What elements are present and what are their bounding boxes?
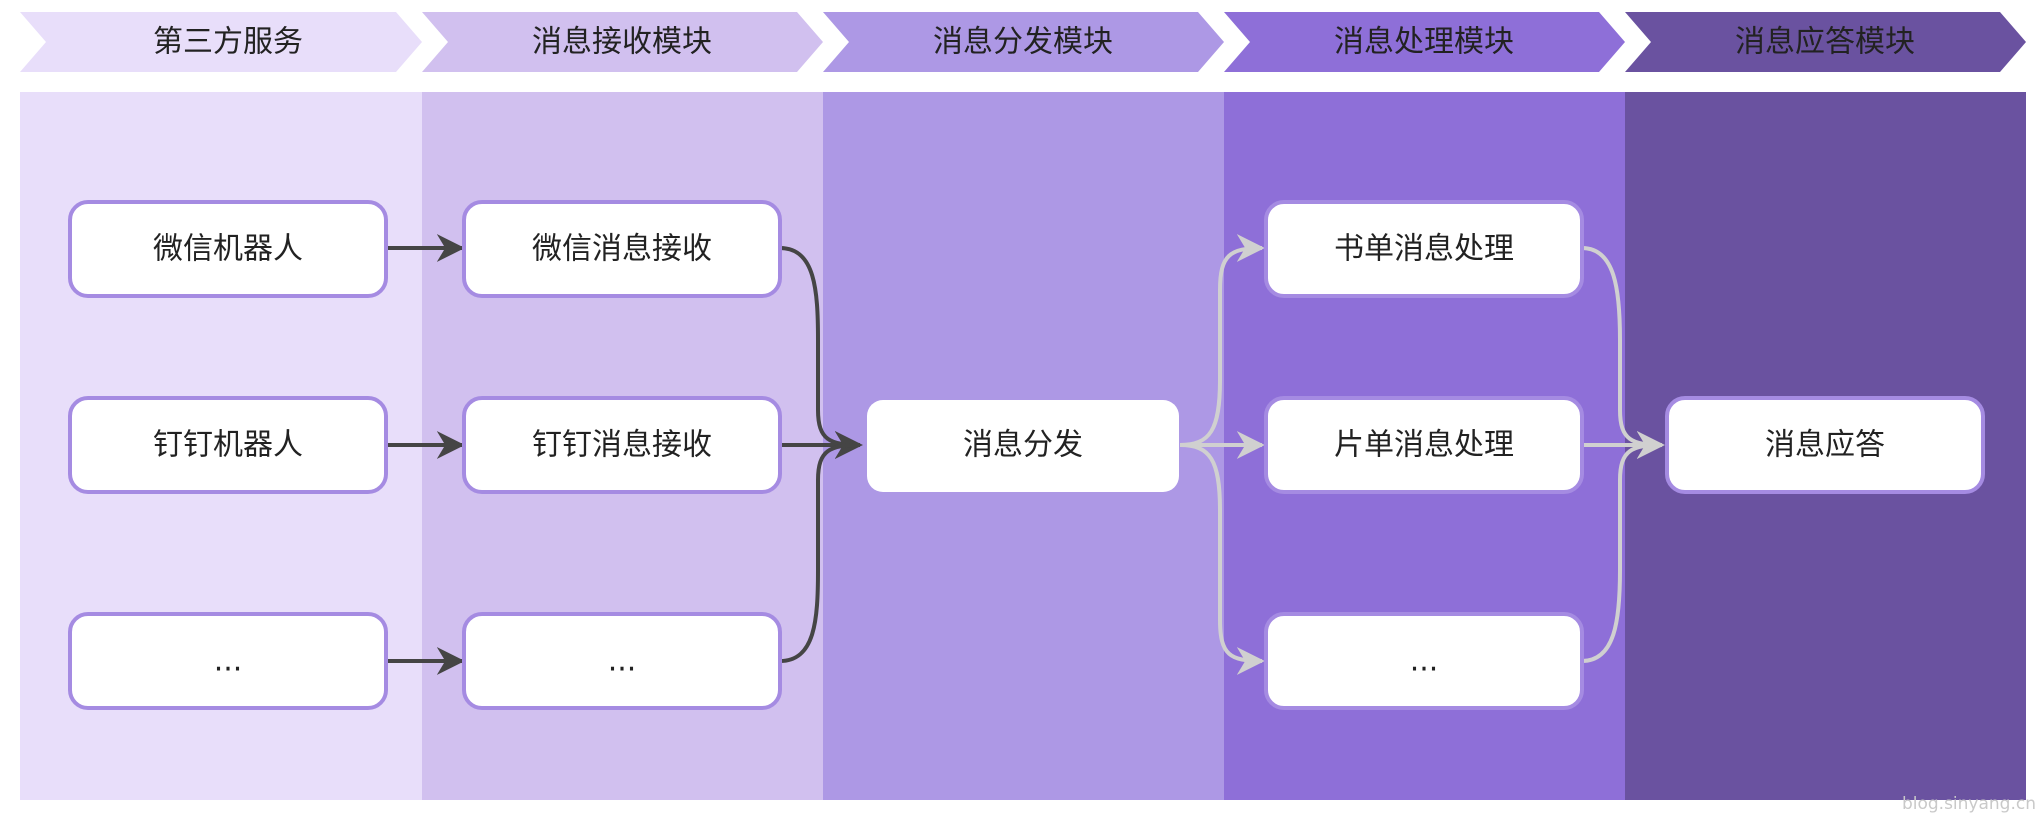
arrow-more-receive-to-dispatch — [779, 443, 861, 663]
node-label: 书单消息处理 — [1334, 232, 1514, 267]
node-label: ... — [1410, 644, 1439, 679]
arrow-book-to-reply — [1581, 246, 1665, 459]
node-dispatch: 消息分发 — [867, 400, 1179, 492]
arrow-dispatch-to-book — [1179, 234, 1265, 447]
node-label: ... — [214, 644, 243, 679]
arrow-dispatch-to-process-more — [1179, 443, 1265, 675]
node-wechat-bot: 微信机器人 — [68, 200, 388, 298]
header-dispatch-module: 消息分发模块 — [933, 25, 1113, 60]
node-process-more: ... — [1264, 612, 1584, 710]
node-label: 钉钉消息接收 — [532, 428, 712, 463]
node-film-process: 片单消息处理 — [1264, 396, 1584, 494]
watermark-text: blog.sinyang.cn — [1901, 794, 2036, 814]
node-label: 微信机器人 — [153, 232, 303, 267]
header-third-party: 第三方服务 — [153, 25, 303, 60]
node-label: 消息分发 — [963, 428, 1083, 463]
node-reply: 消息应答 — [1665, 396, 1985, 494]
header-chevron-dispatch — [823, 12, 1224, 72]
node-dingtalk-bot: 钉钉机器人 — [68, 396, 388, 494]
node-receive-more: ... — [462, 612, 782, 710]
node-dingtalk-receive: 钉钉消息接收 — [462, 396, 782, 494]
node-label: 钉钉机器人 — [153, 428, 303, 463]
header-receive-module: 消息接收模块 — [532, 25, 712, 60]
node-label: 微信消息接收 — [532, 232, 712, 267]
node-wechat-receive: 微信消息接收 — [462, 200, 782, 298]
arrow-process-more-to-reply — [1581, 443, 1663, 663]
node-label: 片单消息处理 — [1334, 428, 1514, 463]
node-label: 消息应答 — [1765, 428, 1885, 463]
node-third-party-more: ... — [68, 612, 388, 710]
node-book-process: 书单消息处理 — [1264, 200, 1584, 298]
header-reply-module: 消息应答模块 — [1735, 25, 1915, 60]
header-chevron-receive — [422, 12, 823, 72]
header-chevron-process — [1224, 12, 1625, 72]
node-label: ... — [608, 644, 637, 679]
arrow-wechat-receive-to-dispatch — [779, 246, 863, 459]
header-chevron-reply — [1625, 12, 2026, 72]
header-chevron-third-party — [20, 12, 422, 72]
header-process-module: 消息处理模块 — [1334, 25, 1514, 60]
